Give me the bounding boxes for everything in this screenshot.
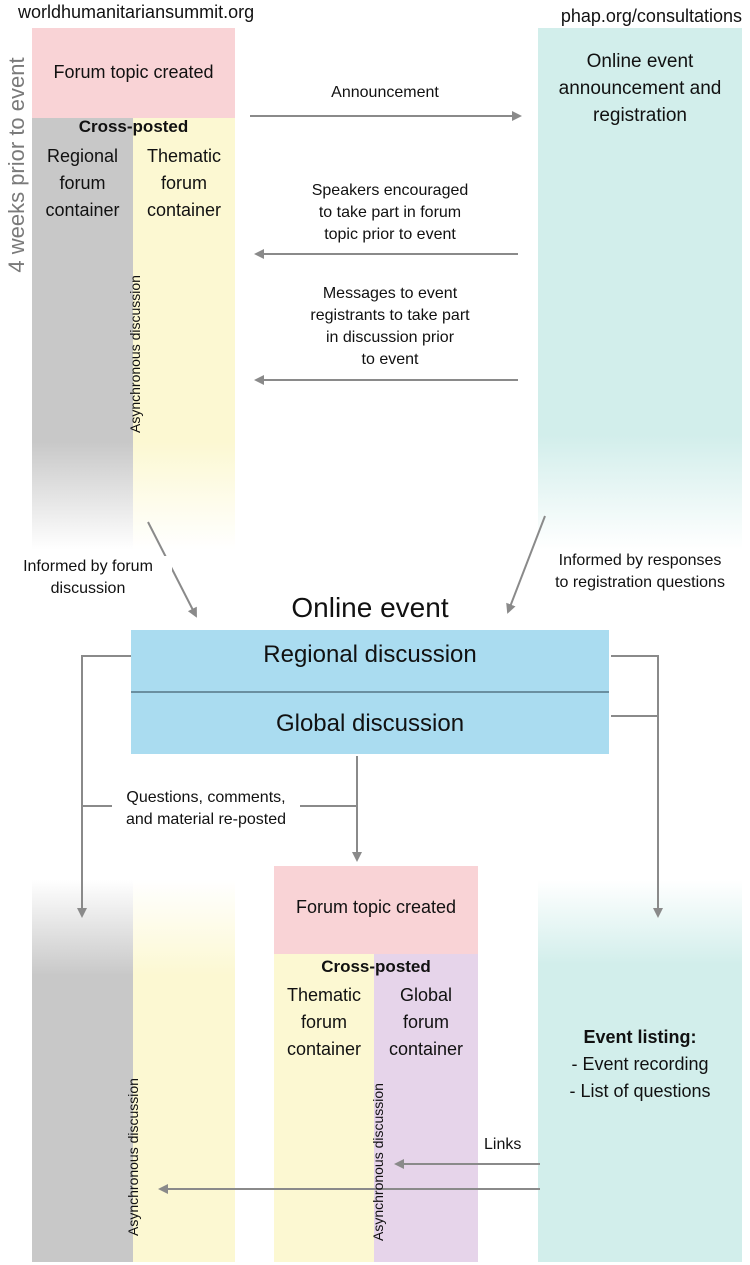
regional-container-label: Regional forum container (45, 146, 120, 220)
event-listing-item: - List of questions (569, 1081, 711, 1101)
event-listing-title: Event listing: (583, 1027, 697, 1047)
bottom-cross-posted-label: Cross-posted (321, 957, 431, 976)
announcement-label: Announcement (331, 84, 439, 101)
bottom-forum-topic-label: Forum topic created (295, 897, 457, 917)
thematic-container-bar (133, 118, 235, 550)
bottom-center-async-label: Asynchronous discussion (370, 1083, 386, 1241)
bottom-gray-bar (32, 880, 133, 1262)
bottom-pink-box (274, 866, 478, 954)
event-listing: Event listing: - Event recording - List … (538, 1024, 742, 1105)
bottom-yellow-bar (133, 880, 235, 1262)
regional-discussion-label: Regional discussion (263, 641, 477, 668)
left-down-arrow (77, 655, 131, 918)
online-event-title: Online event (291, 592, 449, 623)
questions-label: Questions, comments, and material re-pos… (125, 789, 287, 828)
left-site-url: worldhumanitariansummit.org (18, 2, 255, 22)
bottom-thematic-bar (274, 954, 374, 1262)
regional-discussion-box (131, 630, 609, 693)
links-label: Links (484, 1136, 522, 1153)
regional-container-bar (32, 118, 133, 550)
top-forum-topic-label: Forum topic created (53, 62, 214, 82)
announcement-box-label: Online event announcement and registrati… (558, 51, 722, 126)
informed-forum-label: Informed by forum discussion (4, 556, 172, 600)
right-down-arrow (611, 655, 663, 918)
informed-responses-label: Informed by responses to registration qu… (538, 550, 742, 594)
top-async-label: Asynchronous discussion (127, 275, 143, 433)
bottom-global-label: Global forum container (388, 985, 464, 1059)
speakers-label: Speakers encouraged to take part in foru… (311, 182, 469, 243)
informed-forum-arrow (147, 521, 197, 618)
top-cross-posted-label: Cross-posted (78, 117, 189, 136)
bottom-left-async-label: Asynchronous discussion (125, 1078, 141, 1236)
top-pink-box (32, 28, 235, 118)
bottom-teal-bar (538, 880, 742, 1262)
phap-teal-bar (538, 28, 742, 550)
bottom-global-bar (374, 954, 478, 1262)
thematic-container-label: Thematic forum container (146, 146, 222, 220)
messages-label: Messages to event registrants to take pa… (310, 285, 470, 368)
event-listing-item: - Event recording (571, 1054, 709, 1074)
global-discussion-box (131, 693, 609, 754)
informed-responses-arrow (506, 515, 546, 614)
global-discussion-label: Global discussion (275, 710, 465, 737)
side-label: 4 weeks prior to event (4, 57, 29, 273)
right-site-url: phap.org/consultations (560, 6, 742, 26)
bottom-thematic-label: Thematic forum container (286, 985, 362, 1059)
